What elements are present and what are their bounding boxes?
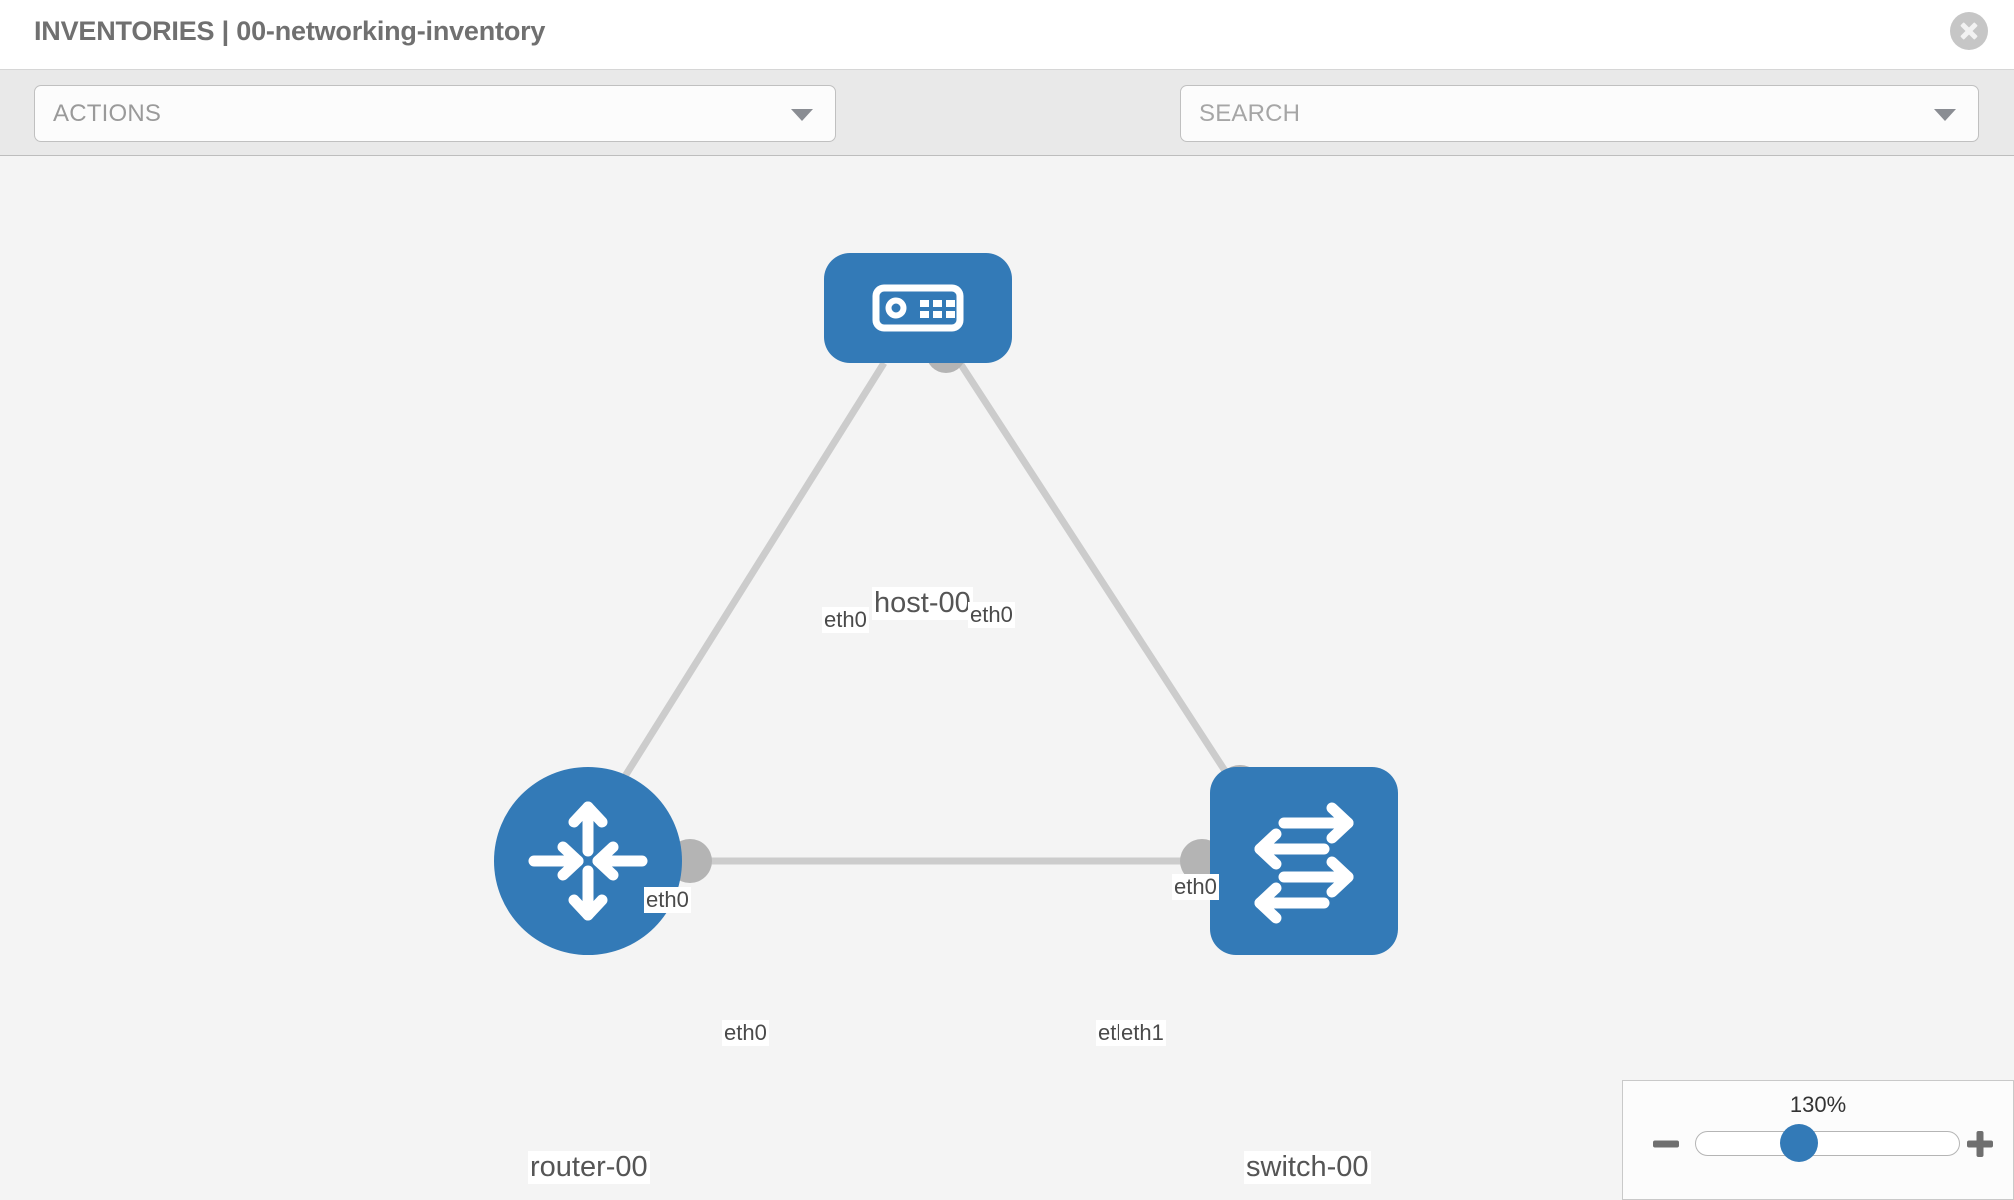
node-host-00-shape	[824, 253, 1012, 363]
iface-label-switch-up: eth0	[1172, 874, 1219, 900]
node-router-00-shape	[494, 767, 682, 955]
zoom-slider-track[interactable]	[1695, 1131, 1960, 1156]
zoom-out-button[interactable]	[1649, 1127, 1683, 1161]
actions-dropdown[interactable]: ACTIONS	[34, 85, 836, 142]
link-host-switch	[957, 361, 1245, 799]
zoom-in-button[interactable]	[1963, 1127, 1997, 1161]
iface-label-router-right: eth0	[722, 1020, 769, 1046]
chevron-down-icon	[791, 108, 813, 121]
search-chevron-down-icon	[1934, 108, 1956, 121]
zoom-control-panel: 130%	[1622, 1080, 2014, 1200]
page-title: INVENTORIES | 00-networking-inventory	[34, 16, 546, 46]
actions-dropdown-label: ACTIONS	[53, 100, 162, 127]
iface-label-router-up: eth0	[644, 887, 691, 913]
toolbar: ACTIONS SEARCH	[0, 70, 2014, 197]
minus-icon	[1653, 1140, 1679, 1148]
node-switch-00-shape	[1210, 767, 1398, 955]
zoom-slider-thumb[interactable]	[1780, 1124, 1818, 1162]
zoom-level-value: 130%	[1789, 1092, 1847, 1117]
node-label-switch-00: switch-00	[1244, 1151, 1371, 1184]
node-label-host-00: host-00	[872, 587, 973, 620]
link-host-router	[609, 361, 887, 799]
topology-canvas[interactable]: host-00 eth0 eth0	[0, 157, 2014, 1200]
close-icon[interactable]	[1950, 12, 1988, 50]
iface-label-switch-left: eth1	[1119, 1020, 1166, 1046]
node-label-router-00: router-00	[528, 1151, 650, 1184]
iface-label-host-left: eth0	[822, 607, 869, 633]
plus-icon-vertical	[1976, 1131, 1984, 1157]
iface-label-host-right: eth0	[968, 602, 1015, 628]
search-input[interactable]: SEARCH	[1180, 85, 1979, 142]
page-header: INVENTORIES | 00-networking-inventory	[0, 0, 2014, 70]
search-placeholder: SEARCH	[1199, 100, 1301, 127]
